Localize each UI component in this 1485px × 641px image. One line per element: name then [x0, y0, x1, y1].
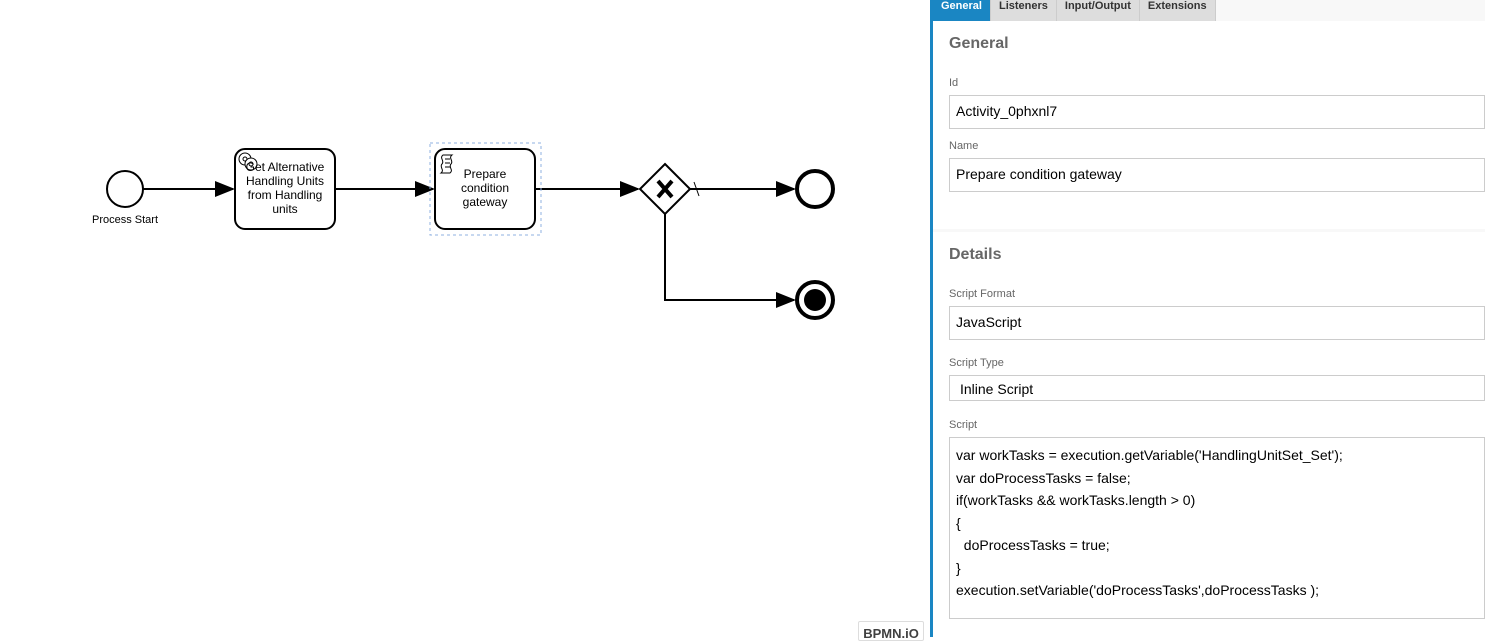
- end-event[interactable]: [795, 169, 835, 209]
- script-task-label: Prepare condition gateway: [460, 167, 510, 209]
- details-section: Details Script Format JavaScript Script …: [933, 232, 1485, 637]
- name-label: Name: [949, 140, 979, 152]
- tab-extensions[interactable]: Extensions: [1139, 0, 1216, 21]
- script-type-label: Script Type: [949, 357, 1004, 369]
- tab-input-output[interactable]: Input/Output: [1056, 0, 1140, 21]
- name-input[interactable]: Prepare condition gateway: [949, 158, 1485, 192]
- terminate-marker: [804, 289, 826, 311]
- script-task[interactable]: [434, 148, 536, 230]
- service-task-label: Get Alternative Handling Units from Hand…: [245, 160, 325, 216]
- general-section: General Id Activity_0phxnl7 Name Prepare…: [933, 21, 1485, 229]
- gear-icon: [238, 152, 258, 171]
- section-title-details: Details: [949, 246, 1002, 263]
- script-label: Script: [949, 419, 978, 431]
- section-title-general: General: [949, 35, 1009, 52]
- id-label: Id: [949, 77, 959, 89]
- script-format-input[interactable]: JavaScript: [949, 306, 1485, 340]
- script-icon: [439, 154, 454, 174]
- x-icon: [656, 179, 674, 199]
- tab-listeners[interactable]: Listeners: [990, 0, 1057, 21]
- tab-general[interactable]: General: [933, 0, 991, 21]
- script-type-select[interactable]: Inline Script: [949, 375, 1485, 401]
- start-event[interactable]: [106, 170, 144, 208]
- bpmn-canvas[interactable]: Process Start Get Alternative Handling U…: [0, 0, 930, 641]
- id-input[interactable]: Activity_0phxnl7: [949, 95, 1485, 129]
- bpmn-io-logo[interactable]: BPMN.iO: [858, 621, 924, 641]
- script-textarea[interactable]: var workTasks = execution.getVariable('H…: [949, 437, 1485, 619]
- script-format-label: Script Format: [949, 288, 1016, 300]
- properties-panel: General Listeners Input/Output Extension…: [930, 0, 1485, 637]
- sequence-flows[interactable]: [143, 181, 796, 308]
- service-task[interactable]: [234, 148, 336, 230]
- selection-outline: [429, 142, 542, 236]
- start-event-label: Process Start: [91, 214, 159, 226]
- panel-tabs: General Listeners Input/Output Extension…: [933, 0, 1216, 21]
